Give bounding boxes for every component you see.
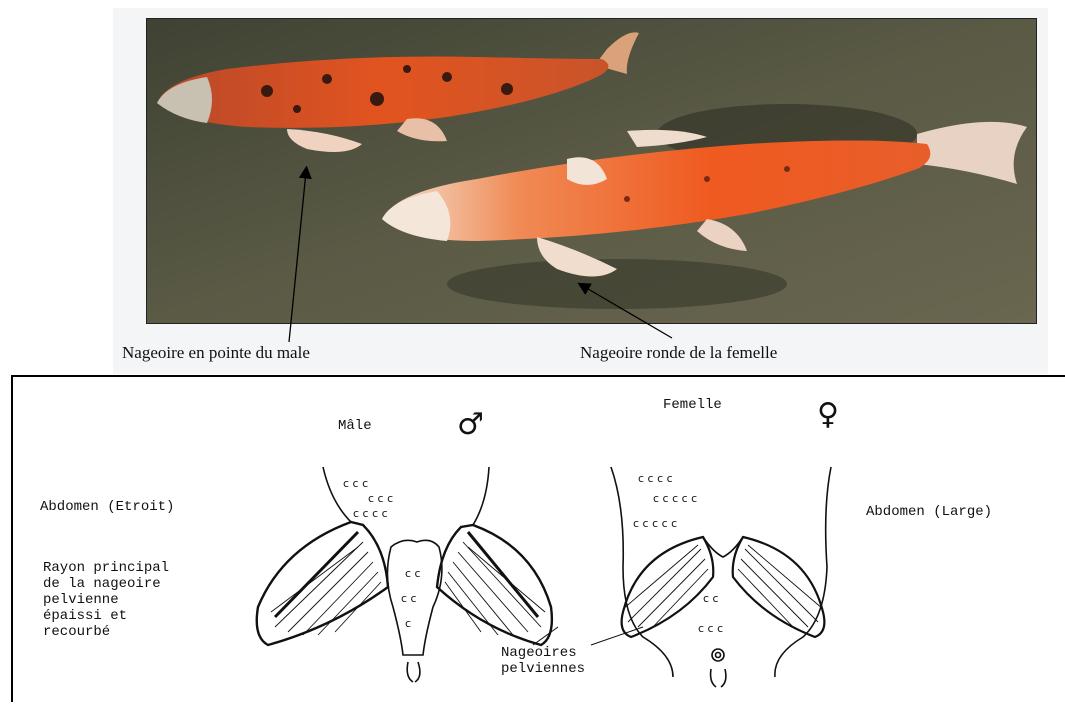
ray-line: Rayon principal [43,560,169,576]
ray-line: recourbé [43,624,110,640]
female-symbol-icon: ♀ [817,400,839,430]
female-fin-caption: Nageoire ronde de la femelle [580,343,777,363]
male-symbol-icon: ♂ [457,410,484,440]
ray-line: épaissi et [43,608,127,624]
svg-text:c c c: c c c [368,492,393,505]
abdomen-narrow-label: Abdomen (Etroit) [40,499,174,515]
male-label: Mâle [338,418,372,434]
fish-shadow [447,259,787,309]
photo-panel [113,8,1048,374]
ray-line: pelvienne [43,592,119,608]
koi-illustration [147,19,1036,323]
svg-text:c c: c c [405,567,421,580]
male-fin-caption: Nageoire en pointe du male [122,343,310,363]
abdomen-wide-label: Abdomen (Large) [866,504,992,520]
svg-text:c c c: c c c [343,477,368,490]
svg-text:c: c [405,617,411,630]
pelvic-fins-label: Nageoires [501,645,577,661]
svg-text:c c c c c: c c c c c [653,492,697,505]
svg-text:c c c c c: c c c c c [633,517,677,530]
koi-photo [146,18,1037,324]
female-abdomen-drawing [611,467,831,687]
svg-text:c c c c: c c c c [638,472,673,485]
female-label: Femelle [663,397,722,413]
svg-text:c c: c c [401,592,417,605]
svg-text:c c c: c c c [698,622,723,635]
svg-text:c c: c c [703,592,719,605]
pelvic-fins-label: pelviennes [501,661,585,677]
svg-text:c c c c: c c c c [353,507,388,520]
ray-line: de la nageoire [43,576,161,592]
